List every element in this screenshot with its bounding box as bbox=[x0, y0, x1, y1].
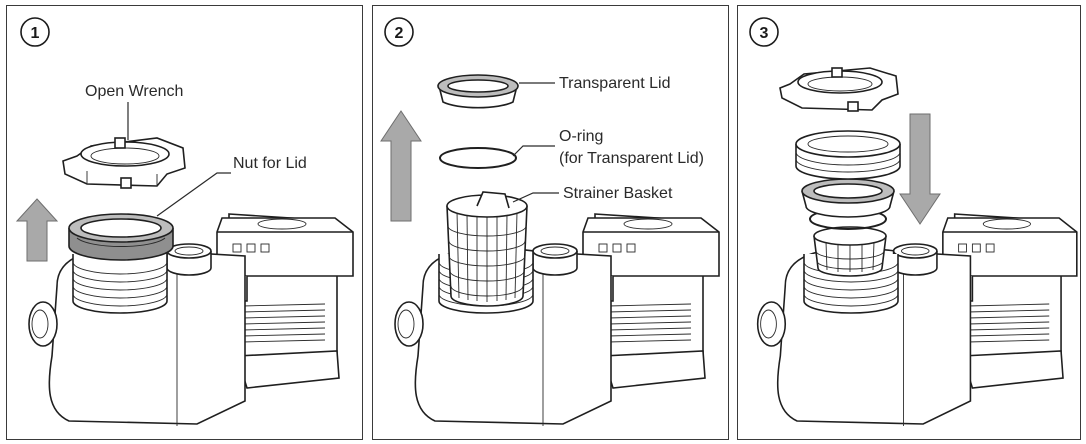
transparent-lid-label: Transparent Lid bbox=[559, 75, 670, 92]
strainer-basket-leader bbox=[512, 192, 559, 203]
nut-for-lid-leader bbox=[156, 172, 231, 217]
step-number-circle bbox=[749, 17, 779, 47]
step-number: 1 bbox=[31, 25, 40, 42]
step-1-panel: 1 Open Wrench Nut for Lid bbox=[6, 5, 363, 440]
open-wrench-label: Open Wrench bbox=[85, 83, 183, 100]
transparent-lid bbox=[437, 74, 519, 109]
step-2-panel: 2 Transparent Lid O-ring (for Transparen… bbox=[372, 5, 729, 440]
open-wrench bbox=[62, 137, 186, 189]
step-2-illustration: 2 Transparent Lid O-ring (for Transparen… bbox=[380, 17, 720, 427]
open-wrench bbox=[779, 67, 899, 112]
o-ring-label-note: (for Transparent Lid) bbox=[559, 150, 704, 167]
step-3-panel: 3 bbox=[737, 5, 1081, 440]
nut-for-lid bbox=[795, 130, 901, 180]
o-ring-leader bbox=[512, 145, 555, 157]
step-3-illustration: 3 bbox=[749, 17, 1078, 427]
lift-up-arrow bbox=[380, 110, 422, 222]
pump-threads bbox=[72, 253, 168, 314]
insert-down-arrow bbox=[899, 113, 941, 225]
step-1-illustration: 1 Open Wrench Nut for Lid bbox=[15, 17, 354, 427]
nut-for-lid-label: Nut for Lid bbox=[233, 155, 307, 172]
strainer-basket-label: Strainer Basket bbox=[563, 185, 673, 202]
strainer-basket bbox=[813, 226, 887, 277]
o-ring bbox=[439, 147, 517, 169]
pump-body bbox=[756, 213, 1078, 427]
step-number-circle bbox=[20, 17, 50, 47]
strainer-basket bbox=[446, 191, 528, 307]
step-number-circle bbox=[384, 17, 414, 47]
nut-for-lid bbox=[68, 213, 174, 261]
pump-body bbox=[394, 213, 720, 427]
step-number: 3 bbox=[760, 25, 769, 42]
lift-up-arrow bbox=[15, 198, 59, 262]
o-ring-label: O-ring bbox=[559, 128, 603, 145]
transparent-lid bbox=[801, 178, 895, 218]
step-number: 2 bbox=[395, 25, 404, 42]
